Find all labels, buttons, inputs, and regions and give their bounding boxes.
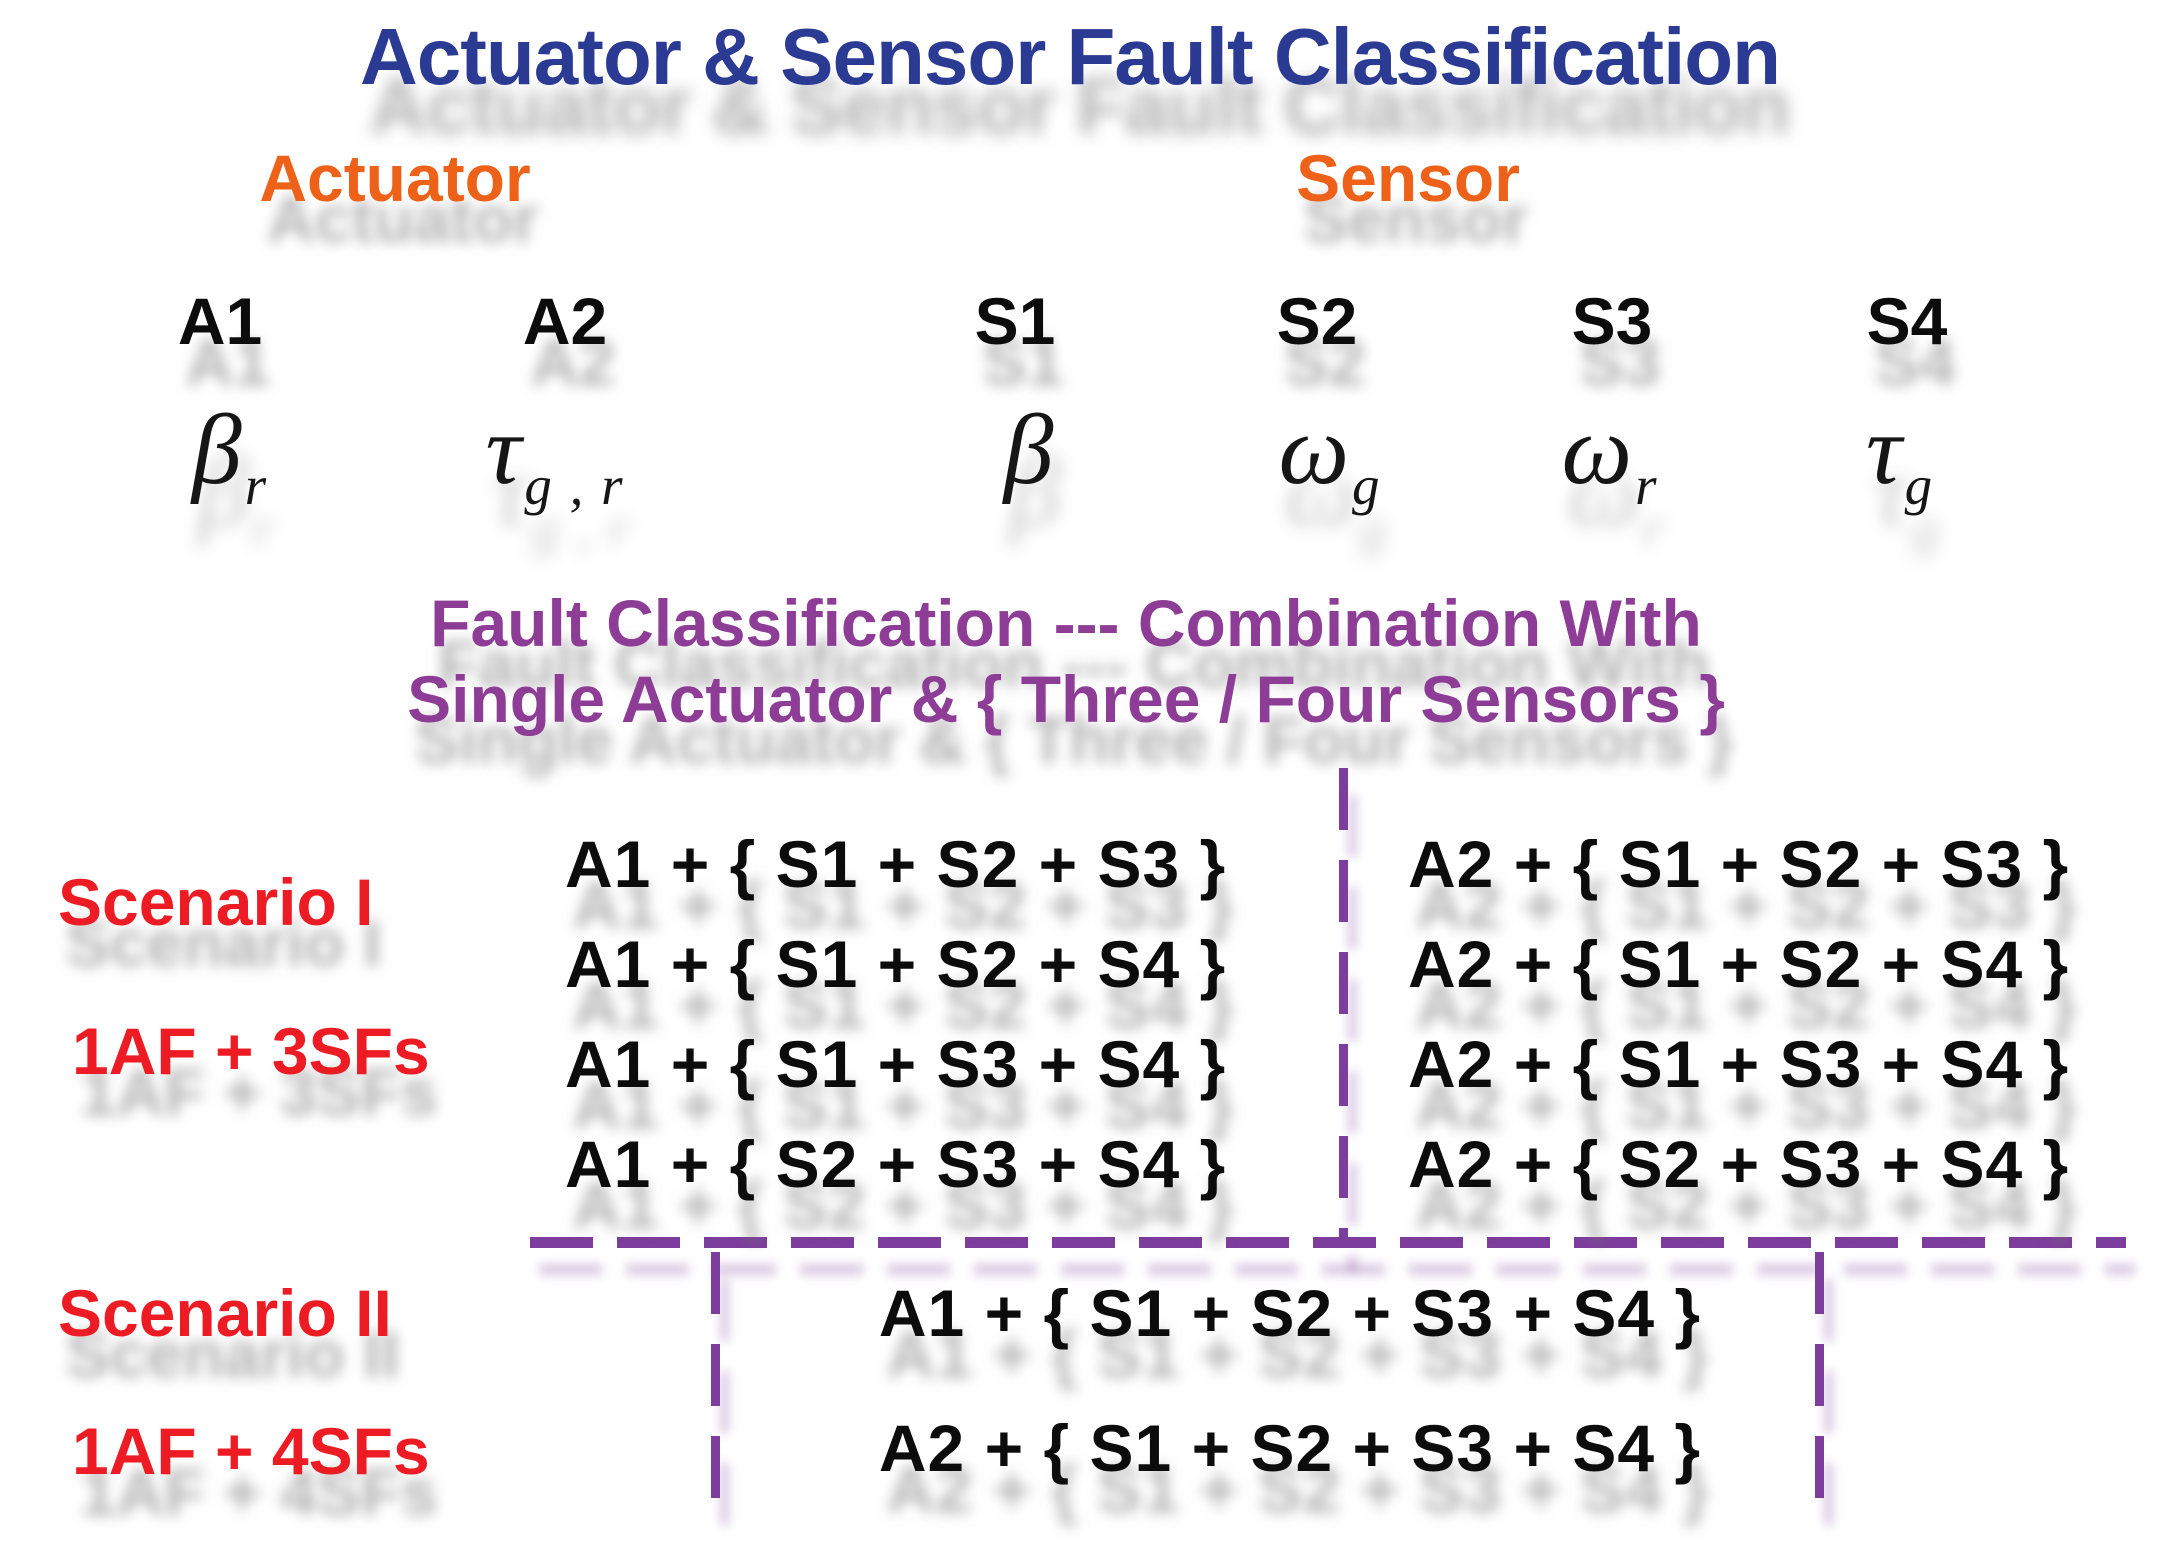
combo-a1-s134: A1 + { S1 + S3 + S4 }	[565, 1027, 1227, 1101]
classification-heading-line1: Fault Classification --- Combination Wit…	[430, 586, 1702, 660]
symbol-tau-g: τg	[1866, 392, 1934, 517]
greek-letter: ω	[1278, 394, 1350, 505]
sensor-group-label: Sensor	[1296, 141, 1520, 215]
combo-a2-s1234: A2 + { S1 + S2 + S3 + S4 }	[878, 1411, 1702, 1485]
symbol-subscript: g	[1352, 454, 1382, 516]
column-header-s3: S3	[1571, 284, 1653, 358]
combo-a1-s234: A1 + { S2 + S3 + S4 }	[565, 1127, 1227, 1201]
symbol-omega-g: ωg	[1278, 392, 1381, 517]
column-header-s2: S2	[1276, 284, 1358, 358]
combo-a2-s124: A2 + { S1 + S2 + S4 }	[1408, 927, 2070, 1001]
combo-a2-s123: A2 + { S1 + S2 + S3 }	[1408, 827, 2070, 901]
symbol-subscript: g	[1904, 454, 1935, 516]
combo-a1-s1234: A1 + { S1 + S2 + S3 + S4 }	[878, 1276, 1702, 1350]
column-header-s1: S1	[974, 284, 1056, 358]
combo-a2-s234: A2 + { S2 + S3 + S4 }	[1408, 1127, 2070, 1201]
greek-letter: τ	[485, 394, 522, 505]
scenario2-label: Scenario II	[58, 1276, 392, 1350]
column-header-a2: A2	[522, 284, 608, 358]
scenario2-sublabel: 1AF + 4SFs	[72, 1414, 430, 1488]
symbol-omega-r: ωr	[1561, 392, 1658, 517]
divider-shadow	[1824, 1279, 1833, 1539]
symbol-subscript: r	[244, 454, 269, 516]
greek-letter: ω	[1561, 394, 1633, 505]
classification-heading: Fault Classification --- Combination Wit…	[407, 585, 1725, 737]
scenario1-sublabel: 1AF + 3SFs	[72, 1014, 430, 1088]
symbol-beta-r: βr	[192, 392, 268, 517]
combo-a1-s124: A1 + { S1 + S2 + S4 }	[565, 927, 1227, 1001]
symbol-tau-gr: τg , r	[486, 392, 625, 517]
actuator-group-label: Actuator	[259, 141, 531, 215]
column-header-a1: A1	[177, 284, 263, 358]
symbol-beta: β	[1004, 392, 1057, 517]
greek-letter: β	[191, 394, 242, 505]
divider-vertical-bottom-right	[1815, 1252, 1824, 1512]
greek-letter: τ	[1865, 394, 1902, 505]
classification-heading-line2: Single Actuator & { Three / Four Sensors…	[407, 662, 1725, 736]
page-title: Actuator & Sensor Fault Classification	[359, 12, 1781, 101]
divider-shadow	[1348, 795, 1357, 1272]
combo-a2-s134: A2 + { S1 + S3 + S4 }	[1408, 1027, 2070, 1101]
greek-letter: β	[1003, 394, 1054, 505]
divider-vertical-bottom-left	[711, 1252, 720, 1512]
divider-shadow	[720, 1279, 729, 1539]
divider-vertical-center	[1339, 768, 1348, 1245]
combo-a1-s123: A1 + { S1 + S2 + S3 }	[565, 827, 1227, 901]
column-header-s4: S4	[1866, 284, 1948, 358]
divider-horizontal	[530, 1237, 2126, 1248]
scenario1-label: Scenario I	[58, 865, 374, 939]
symbol-subscript: r	[1635, 454, 1659, 516]
divider-shadow	[539, 1264, 2135, 1275]
symbol-subscript: g , r	[524, 454, 625, 516]
